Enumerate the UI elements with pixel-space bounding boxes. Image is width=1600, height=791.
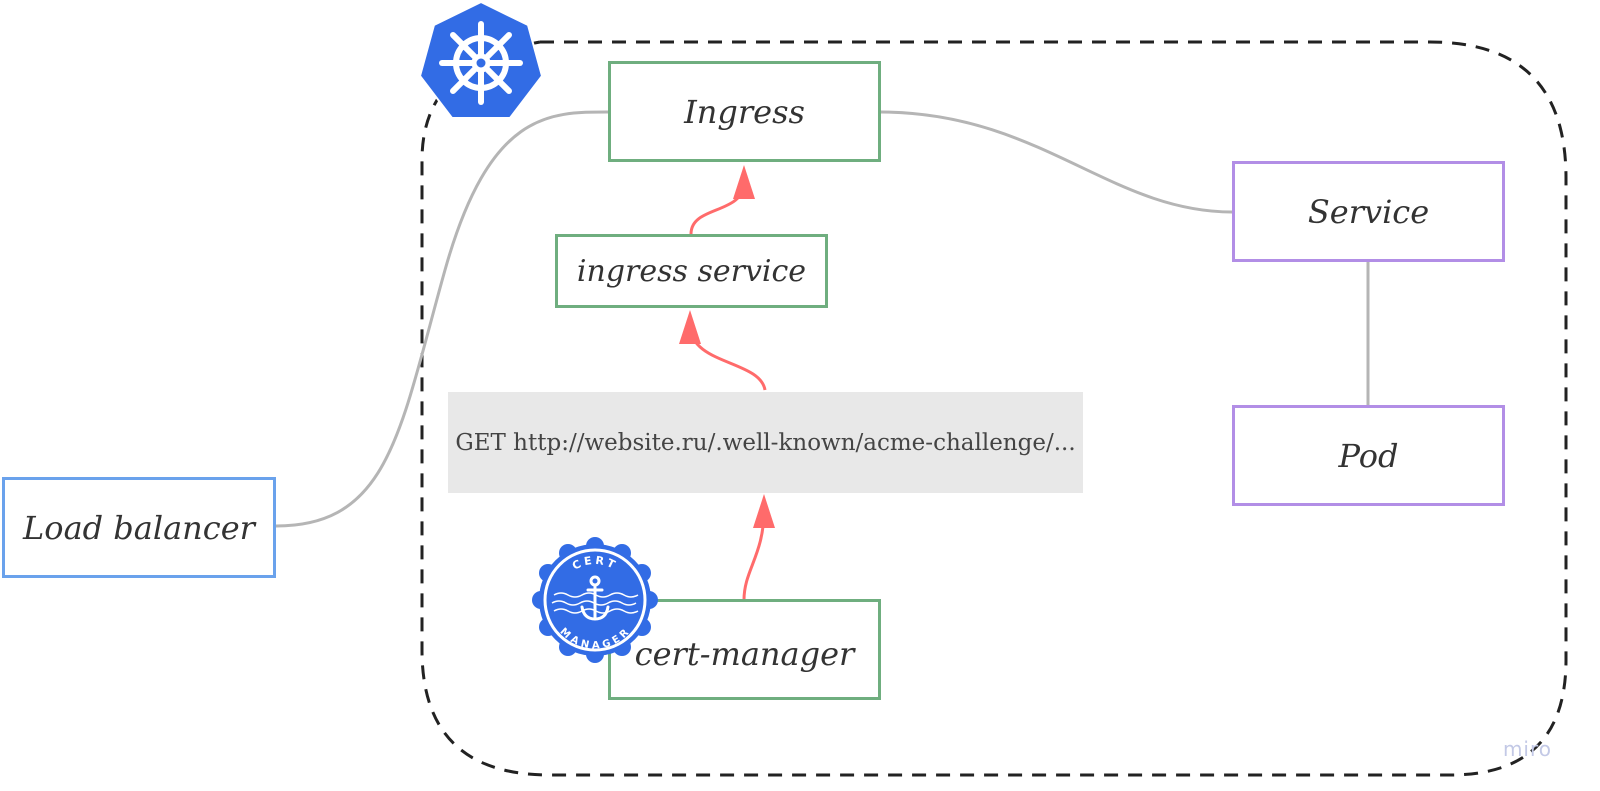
kubernetes-helm-icon xyxy=(418,0,544,119)
miro-watermark: miro xyxy=(1502,737,1552,761)
acme-challenge-request-text: GET http://website.ru/.well-known/acme-c… xyxy=(455,429,1076,456)
load-balancer-label: Load balancer xyxy=(23,508,255,547)
arrow-head-2 xyxy=(679,310,701,344)
arrow-request-to-ingress-service xyxy=(688,324,767,391)
connector-ingress-service xyxy=(879,110,1233,214)
arrow-head-3 xyxy=(733,165,755,199)
acme-challenge-request-note[interactable]: GET http://website.ru/.well-known/acme-c… xyxy=(448,392,1083,493)
connector-loadbalancer-ingress xyxy=(275,110,611,528)
ingress-node[interactable]: Ingress xyxy=(608,61,881,162)
cert-manager-badge-icon: CERT MANAGER xyxy=(532,537,658,663)
service-node[interactable]: Service xyxy=(1232,161,1505,262)
load-balancer-node[interactable]: Load balancer xyxy=(2,477,276,578)
cluster-boundary xyxy=(420,40,1568,777)
ingress-service-label: ingress service xyxy=(576,253,807,289)
service-label: Service xyxy=(1307,192,1430,231)
pod-node[interactable]: Pod xyxy=(1232,405,1505,506)
pod-label: Pod xyxy=(1338,436,1399,475)
arrow-head-1 xyxy=(753,494,775,528)
ingress-service-node[interactable]: ingress service xyxy=(555,234,828,308)
cert-manager-label: cert-manager xyxy=(634,634,855,673)
ingress-label: Ingress xyxy=(684,92,805,131)
